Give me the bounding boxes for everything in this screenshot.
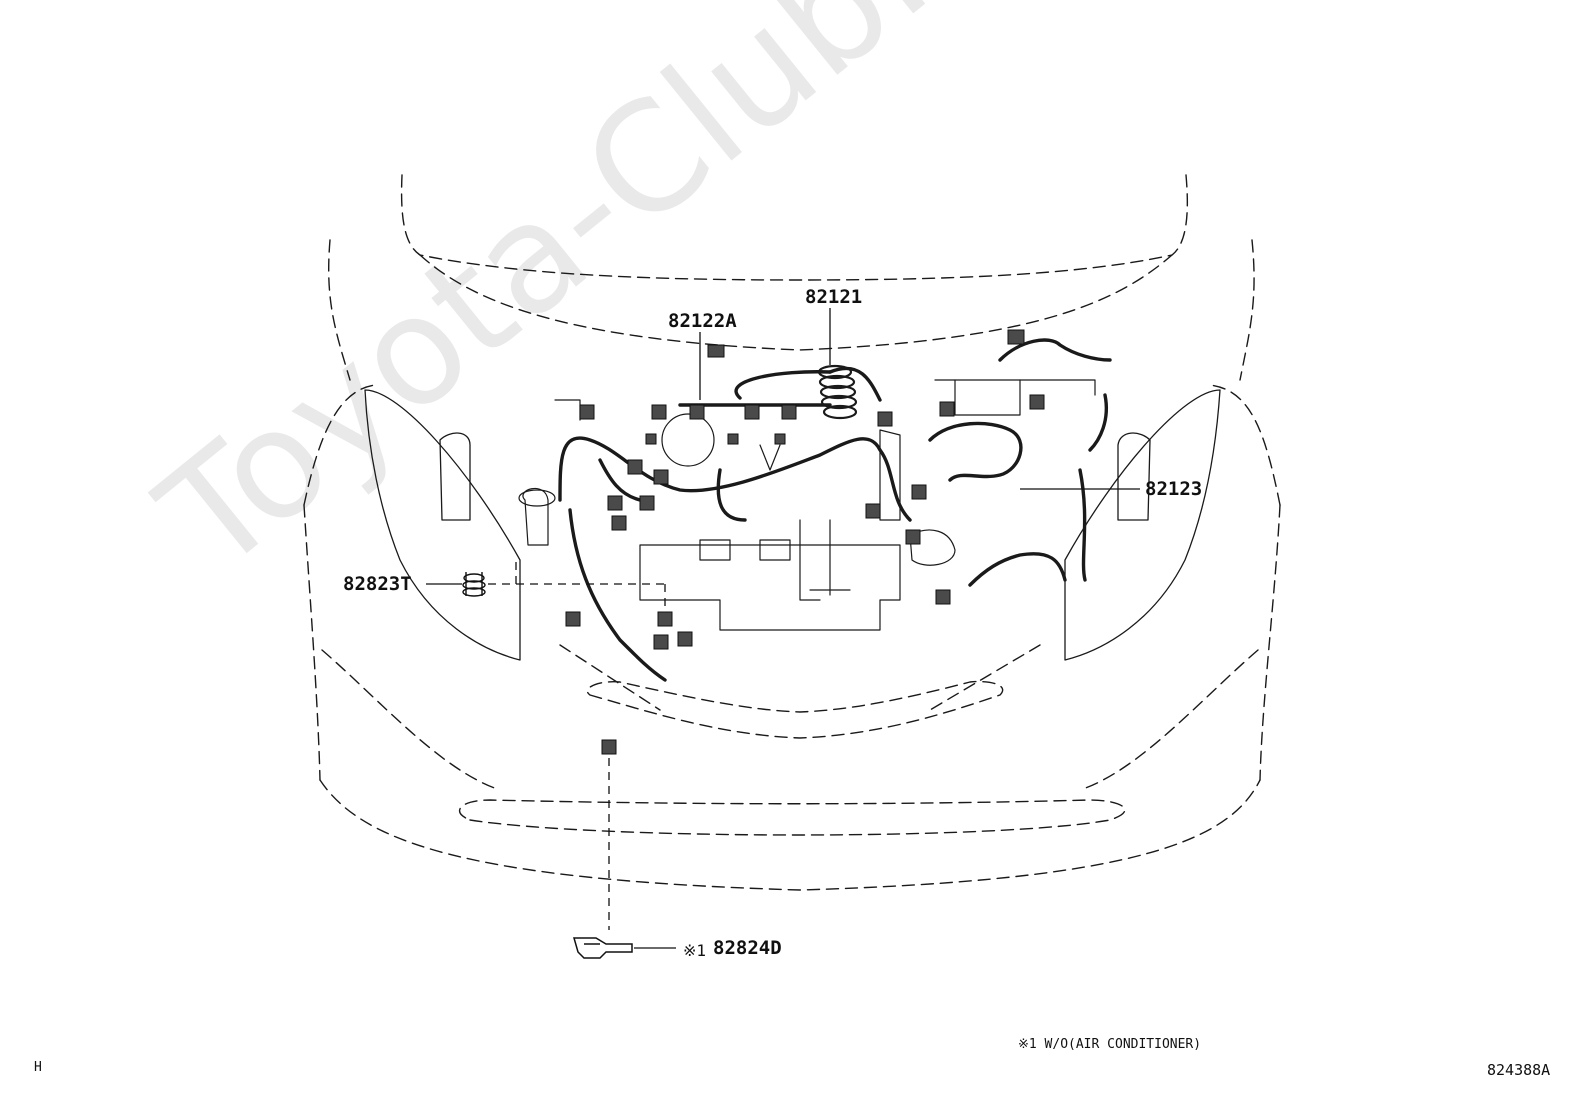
part-label-82123: 82123 <box>1145 478 1203 500</box>
corrugated-tube <box>817 364 858 420</box>
leader-lines <box>426 308 1140 949</box>
grommet-82823T <box>462 572 486 597</box>
part-label-82824D: 82824D <box>713 937 782 959</box>
part-label-82121: 82121 <box>805 286 863 308</box>
diagram-code: 824388A <box>1487 1061 1551 1079</box>
part-label-82823T: 82823T <box>343 573 412 595</box>
footnote: ※1 W/O(AIR CONDITIONER) <box>1018 1037 1202 1052</box>
connectors <box>565 329 1045 755</box>
harness-main <box>558 338 1112 682</box>
clip-82824D <box>573 937 633 959</box>
part-label-82122A: 82122A <box>668 310 737 332</box>
engine-block <box>518 379 1096 631</box>
headlights <box>364 389 1221 661</box>
corner-letter: H <box>34 1060 42 1075</box>
footnote-mark: ※1 <box>683 941 707 960</box>
body-outline <box>303 174 1281 891</box>
